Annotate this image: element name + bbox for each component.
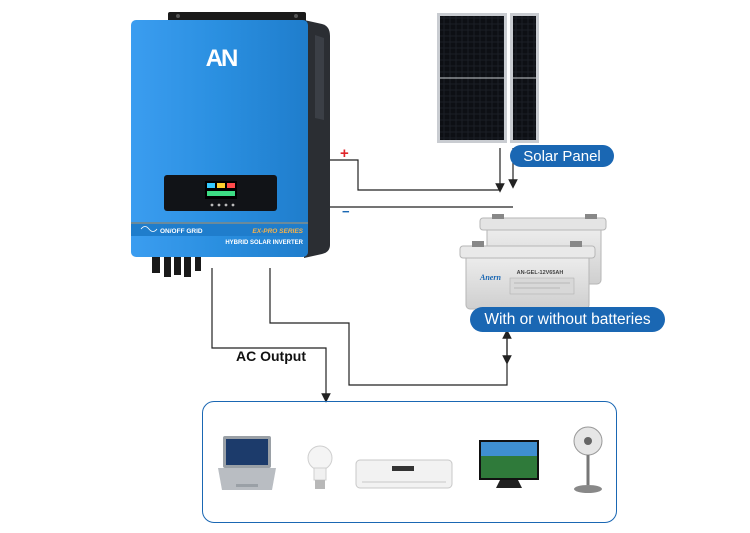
inverter-product-label: HYBRID SOLAR INVERTER: [225, 240, 303, 246]
battery-brand: Anern: [479, 273, 501, 282]
wiring: [211, 148, 518, 403]
inverter-mode-label: ON/OFF GRID: [160, 228, 203, 235]
solar-panel-label: Solar Panel: [510, 145, 614, 167]
pv-positive-wire: [318, 159, 500, 191]
batteries: Anern AN-GEL-12V65AH: [459, 214, 607, 310]
battery-wire: [269, 268, 508, 386]
wave-icon: [140, 226, 158, 232]
inverter: AN ON/OFF GRID EX-PRO SERIES HYBRID SOLA…: [131, 12, 330, 277]
light-bulb-icon: [307, 445, 333, 489]
battery-front: Anern AN-GEL-12V65AH: [459, 241, 596, 310]
television-icon: [479, 440, 539, 488]
inverter-logo: AN: [206, 45, 237, 72]
inverter-terminals: [152, 257, 201, 277]
ac-output-label: AC Output: [236, 348, 306, 364]
solar-panels: [437, 13, 539, 143]
inverter-mount-bracket: [168, 12, 306, 22]
battery-model: AN-GEL-12V65AH: [517, 270, 564, 276]
inverter-series-label: EX-PRO SERIES: [252, 228, 303, 235]
air-conditioner-icon: [355, 459, 453, 489]
laptop-icon: [218, 436, 276, 490]
positive-marker: +: [340, 145, 349, 162]
loads-box: [202, 401, 617, 523]
ac-output-wire: [211, 268, 331, 403]
fan-icon: [573, 426, 603, 493]
negative-marker: −: [342, 204, 350, 219]
batteries-label: With or without batteries: [470, 307, 665, 332]
